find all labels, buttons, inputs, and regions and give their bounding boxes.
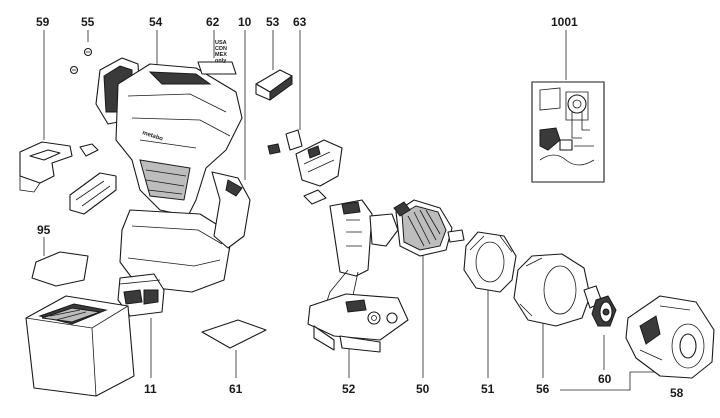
callout-10: 10 <box>238 15 252 29</box>
callout-61: 61 <box>229 382 243 396</box>
region-note-line-3: MEX <box>215 52 227 58</box>
region-note-line-4: only <box>215 58 227 64</box>
callout-53: 53 <box>266 15 280 29</box>
part-60-spindle <box>591 295 617 327</box>
part-53-switch <box>255 69 293 101</box>
part-51-ring-gear <box>463 231 517 293</box>
part-54-housing: metabo <box>95 57 243 217</box>
part-58-nose-cover <box>625 295 715 379</box>
part-1001-schematic <box>531 81 605 183</box>
part-62-label: USA CDN MEX only <box>197 40 237 75</box>
callout-63: 63 <box>293 15 307 29</box>
part-10-base <box>119 171 251 293</box>
leader-lines <box>43 30 671 391</box>
part-95-pad <box>31 251 89 287</box>
part-61-sticker <box>201 319 267 349</box>
part-56-gear-housing <box>513 253 603 327</box>
part-63-small-parts <box>267 129 343 187</box>
part-battery-pack <box>25 295 135 397</box>
callout-60: 60 <box>598 372 612 386</box>
callout-95: 95 <box>37 223 51 237</box>
callout-62: 62 <box>206 15 220 29</box>
callout-labels: 59 55 54 62 10 53 63 1001 95 11 61 52 50… <box>36 15 684 400</box>
callout-11: 11 <box>144 382 157 396</box>
callout-59: 59 <box>36 15 50 29</box>
callout-51: 51 <box>481 382 495 396</box>
part-59-belt-clip <box>19 141 117 215</box>
region-note-line-2: CDN <box>215 46 227 52</box>
callout-1001: 1001 <box>551 15 578 29</box>
callout-55: 55 <box>81 15 95 29</box>
part-motor-shaft <box>303 189 327 205</box>
callout-52: 52 <box>342 382 356 396</box>
part-52-electronics <box>307 199 409 353</box>
region-note-line-1: USA <box>215 40 227 46</box>
part-50-motor <box>393 199 465 257</box>
part-11-contact-block <box>117 273 165 317</box>
callout-58: 58 <box>670 386 684 400</box>
callout-56: 56 <box>536 382 550 396</box>
callout-54: 54 <box>149 15 163 29</box>
part-55-screws <box>69 47 93 75</box>
callout-50: 50 <box>416 382 430 396</box>
